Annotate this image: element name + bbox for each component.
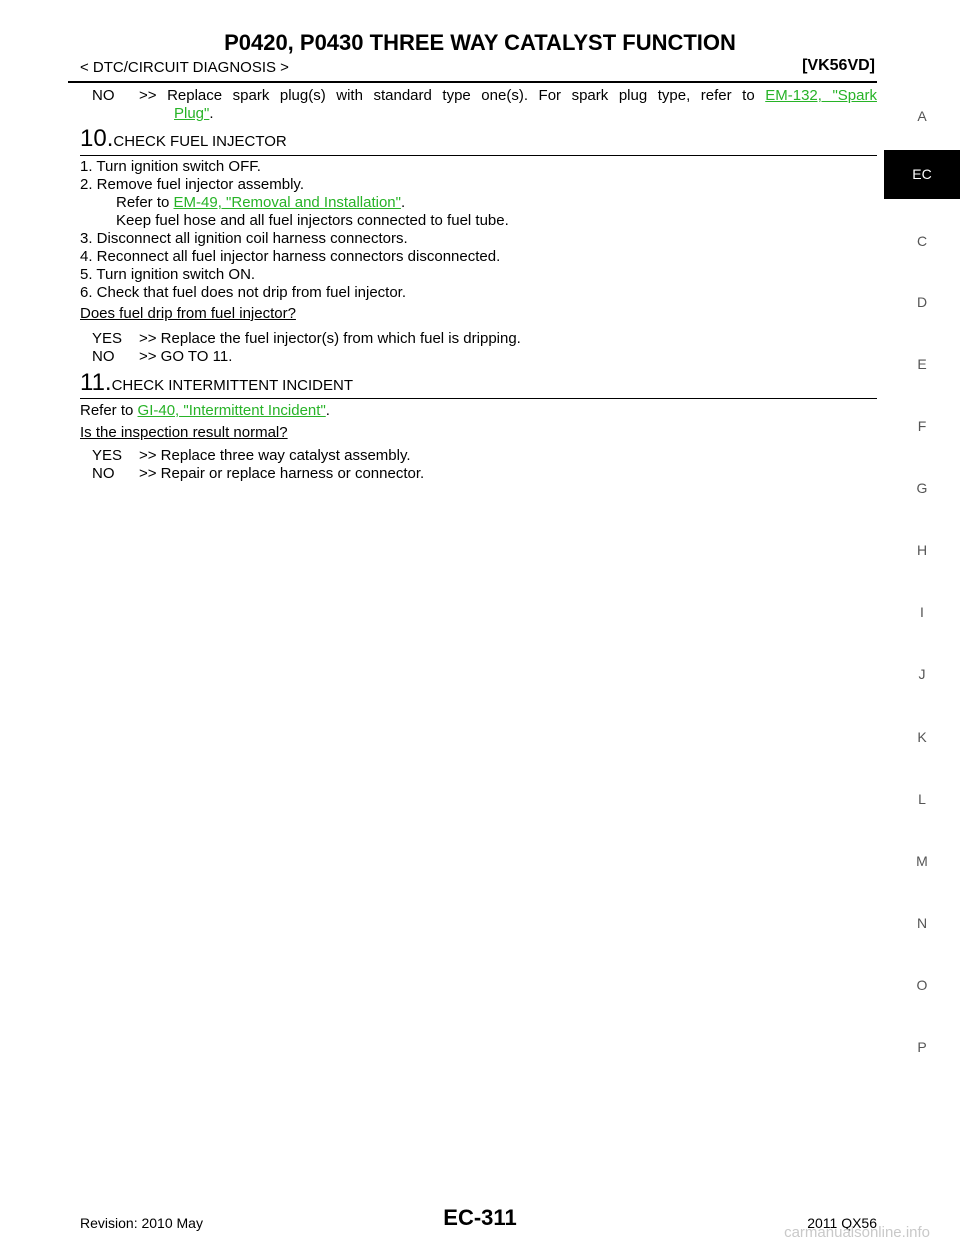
step-11-refer-end: . <box>325 402 330 419</box>
intro-period: . <box>209 105 214 122</box>
step-11-refer-prefix: Refer to <box>80 402 138 419</box>
spark-plug-link-part2[interactable]: Plug" <box>174 105 210 122</box>
intro-no-label: NO <box>92 87 115 104</box>
step-11-refer: Refer to GI-40, "Intermittent Incident". <box>80 402 330 420</box>
step-11-yes-label: YES <box>92 447 123 464</box>
revision-date: Revision: 2010 May <box>80 1215 203 1231</box>
step-11-question: Is the inspection result normal? <box>80 424 288 441</box>
step-11-heading: 11.CHECK INTERMITTENT INCIDENT <box>80 371 353 395</box>
side-tab-p[interactable]: P <box>917 1039 927 1055</box>
side-tab-a[interactable]: A <box>917 108 927 124</box>
step-10-item-4: 4. Reconnect all fuel injector harness c… <box>80 248 501 265</box>
side-tab-h[interactable]: H <box>916 542 928 558</box>
step-11-no-text: >> Repair or replace harness or connecto… <box>139 465 425 482</box>
step-10-item-3: 3. Disconnect all ignition coil harness … <box>80 230 408 247</box>
side-tab-i[interactable]: I <box>920 604 924 620</box>
intermittent-incident-link[interactable]: GI-40, "Intermittent Incident" <box>137 402 326 419</box>
step-10-yes-text: >> Replace the fuel injector(s) from whi… <box>139 330 521 347</box>
side-tab-j[interactable]: J <box>918 666 926 682</box>
step-10-item-6: 6. Check that fuel does not drip from fu… <box>80 284 407 301</box>
side-tab-o[interactable]: O <box>916 977 928 993</box>
step-10-refer-end: . <box>400 194 406 211</box>
step-10-yes-label: YES <box>92 330 123 347</box>
step-10-number: 10. <box>80 125 114 152</box>
step-11-yes-text: >> Replace three way catalyst assembly. <box>139 447 411 464</box>
step-10-heading: 10.CHECK FUEL INJECTOR <box>80 127 287 151</box>
step-10-item-1: 1. Turn ignition switch OFF. <box>80 158 261 175</box>
side-tab-e[interactable]: E <box>917 356 927 372</box>
step-10-title: CHECK FUEL INJECTOR <box>113 133 287 150</box>
side-tab-c[interactable]: C <box>916 233 928 249</box>
step-10-refer-prefix: Refer to <box>116 194 174 211</box>
step-11-number: 11. <box>80 369 112 396</box>
side-tab-ec[interactable]: EC <box>884 150 960 199</box>
intro-link-line: Plug". <box>174 105 214 123</box>
spark-plug-link-part1[interactable]: EM-132, "Spark <box>765 87 877 104</box>
side-tab-f[interactable]: F <box>917 418 927 434</box>
header-rule <box>68 81 877 83</box>
step-10-keep-note: Keep fuel hose and all fuel injectors co… <box>116 212 509 229</box>
step-11-rule <box>80 398 877 399</box>
side-tab-n[interactable]: N <box>916 915 928 931</box>
model-year: 2011 QX56 <box>807 1215 877 1231</box>
step-10-refer: Refer to EM-49, "Removal and Installatio… <box>116 194 405 212</box>
intro-no-text: >> Replace spark plug(s) with standard t… <box>139 87 877 105</box>
breadcrumb: < DTC/CIRCUIT DIAGNOSIS > <box>80 59 289 76</box>
step-10-question: Does fuel drip from fuel injector? <box>80 305 296 322</box>
step-11-no-label: NO <box>92 465 115 482</box>
step-10-rule <box>80 155 877 156</box>
step-10-item-5: 5. Turn ignition switch ON. <box>80 266 256 283</box>
side-tab-l[interactable]: L <box>918 791 926 807</box>
watermark: carmanualsonline.info <box>784 1224 930 1241</box>
step-10-item-2: 2. Remove fuel injector assembly. <box>80 176 304 193</box>
page-title: P0420, P0430 THREE WAY CATALYST FUNCTION <box>224 30 736 55</box>
page-number: EC-311 <box>443 1205 517 1230</box>
intro-no-body: >> Replace spark plug(s) with standard t… <box>139 87 755 104</box>
side-tab-m[interactable]: M <box>916 853 928 869</box>
side-tab-d[interactable]: D <box>916 294 928 310</box>
side-tab-g[interactable]: G <box>916 480 928 496</box>
side-tab-k[interactable]: K <box>917 729 927 745</box>
removal-installation-link[interactable]: EM-49, "Removal and Installation" <box>173 194 401 211</box>
engine-code: [VK56VD] <box>802 57 875 74</box>
step-10-no-label: NO <box>92 348 115 365</box>
step-11-title: CHECK INTERMITTENT INCIDENT <box>111 377 353 394</box>
step-10-no-text: >> GO TO 11. <box>139 348 233 365</box>
